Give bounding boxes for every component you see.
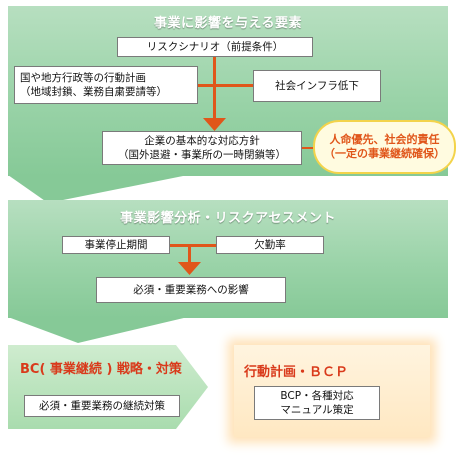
responsibility-oval: 人命優先、社会的責任 （一定の事業継続確保） [313,120,456,174]
connector-responsibility [302,147,316,149]
connector-infra [216,84,253,87]
connector-downtime [170,244,216,247]
action-plan-title: 行動計画・ＢＣＰ [244,365,349,380]
infrastructure-box: 社会インフラ低下 [253,70,381,102]
connector-scenario-down [213,57,216,112]
bia-panel-arrow-icon [8,317,188,343]
scenario-box: リスクシナリオ（前提条件） [117,37,313,57]
factors-panel-arrow-icon [8,175,188,203]
absence-rate-box: 欠勤率 [216,236,324,254]
downtime-box: 事業停止期間 [62,236,170,254]
bia-title: 事業影響分析・リスクアセスメント [120,211,336,226]
corporate-policy-box: 企業の基本的な対応方針 （国外退避・事業所の一時閉鎖等） [102,131,302,165]
connector-policy-stem [213,112,216,120]
bc-strategy-title: BC( 事業継続 ) 戦略・対策 [20,362,182,377]
connector-bia-stem [188,244,191,264]
bcp-manual-box: BCP・各種対応 マニュアル策定 [254,386,380,420]
continuity-measures-box: 必須・重要業務の継続対策 [24,395,180,417]
factors-title: 事業に影響を与える要素 [153,16,303,31]
connector-gov [198,84,213,87]
arrow-down-icon [203,118,226,131]
arrow-down-icon [178,262,201,275]
impact-box: 必須・重要業務への影響 [96,277,286,303]
government-plan-box: 国や地方行政等の行動計画 （地域封鎖、業務自粛要請等） [14,66,198,104]
